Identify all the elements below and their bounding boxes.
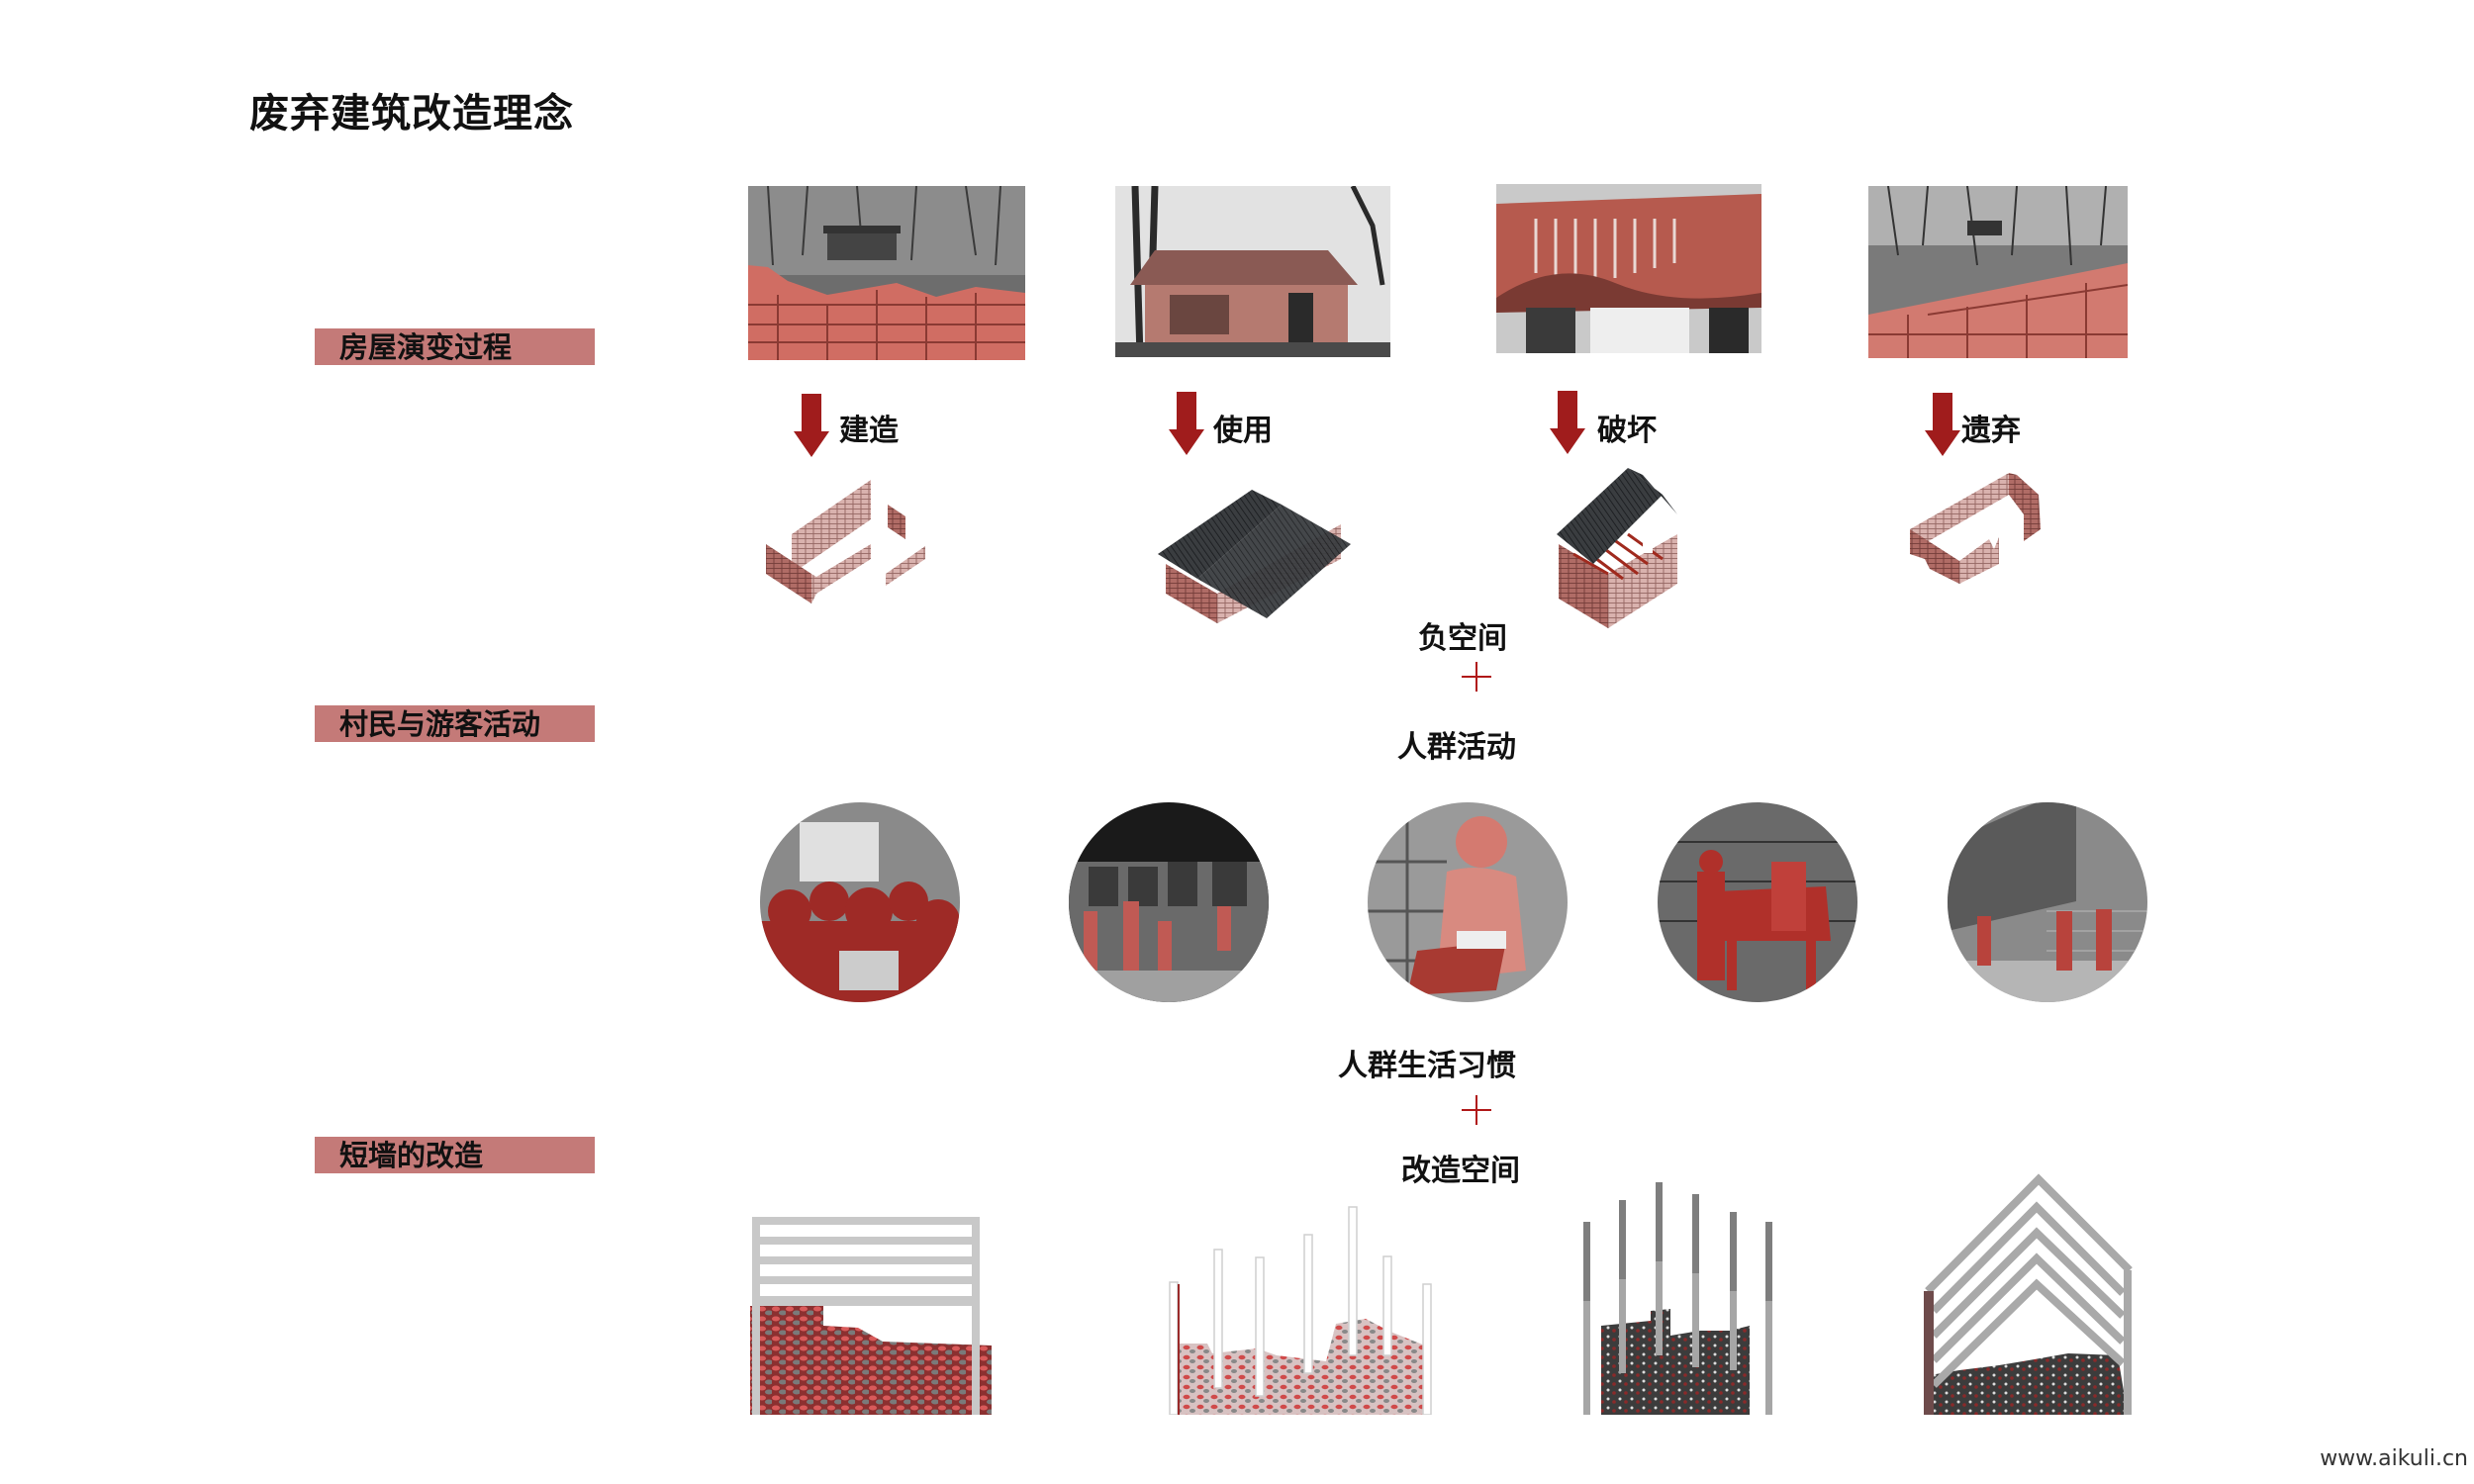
girl-reading-photo	[1368, 802, 1568, 1002]
vertical-grey-poles-wall	[1583, 1182, 1772, 1415]
down-arrow-icon	[1925, 393, 1960, 456]
plus-icon	[1462, 662, 1491, 692]
villagers-alley-photo	[1948, 802, 2147, 1002]
section-label-text: 房屋演变过程	[339, 330, 513, 364]
plus-icon	[1462, 1095, 1491, 1125]
step-label-build: 建造	[839, 414, 899, 448]
step-label-abandon: 遗弃	[1961, 414, 2021, 448]
down-arrow-icon	[1550, 391, 1585, 454]
down-arrow-icon	[794, 394, 829, 457]
ruined-walls-isometric	[1910, 473, 2041, 584]
step-label-use: 使用	[1213, 414, 1273, 448]
intact-brick-house-photo	[1115, 186, 1390, 357]
page-title: 废弃建筑改造理念	[249, 91, 574, 137]
concept-living-habits: 人群生活习惯	[1338, 1049, 1516, 1083]
damaged-house-isometric	[1557, 468, 1677, 628]
collapsing-roof-photo	[1496, 184, 1761, 353]
crowd-gathering-photo	[760, 802, 960, 1002]
watermark: www.aikuli.cn	[2320, 1446, 2468, 1471]
separated-walls-isometric	[766, 480, 925, 603]
vertical-white-posts-wall	[1169, 1206, 1432, 1415]
down-arrow-icon	[1169, 392, 1204, 455]
gabled-chevron-frame-wall	[1924, 1173, 2133, 1415]
man-with-donkey-photo	[1658, 802, 1857, 1002]
brick-wall-hillside-photo	[748, 186, 1025, 360]
section-label-activities: 村民与游客活动	[315, 705, 595, 742]
concept-renovated-space: 改造空间	[1401, 1154, 1520, 1188]
concept-crowd-activity: 人群活动	[1397, 730, 1516, 765]
children-gallery-photo	[1069, 802, 1269, 1002]
section-label-text: 村民与游客活动	[339, 707, 541, 741]
section-label-wall-renovation: 短墙的改造	[315, 1137, 595, 1173]
section-label-house-evolution: 房屋演变过程	[315, 328, 595, 365]
complete-house-isometric	[1158, 490, 1351, 623]
step-label-damage: 破坏	[1597, 414, 1657, 448]
concept-negative-space: 负空间	[1418, 621, 1507, 656]
section-label-text: 短墙的改造	[339, 1139, 484, 1172]
horizontal-slat-frame-wall	[750, 1217, 992, 1415]
ruined-stone-wall-photo	[1868, 186, 2128, 358]
